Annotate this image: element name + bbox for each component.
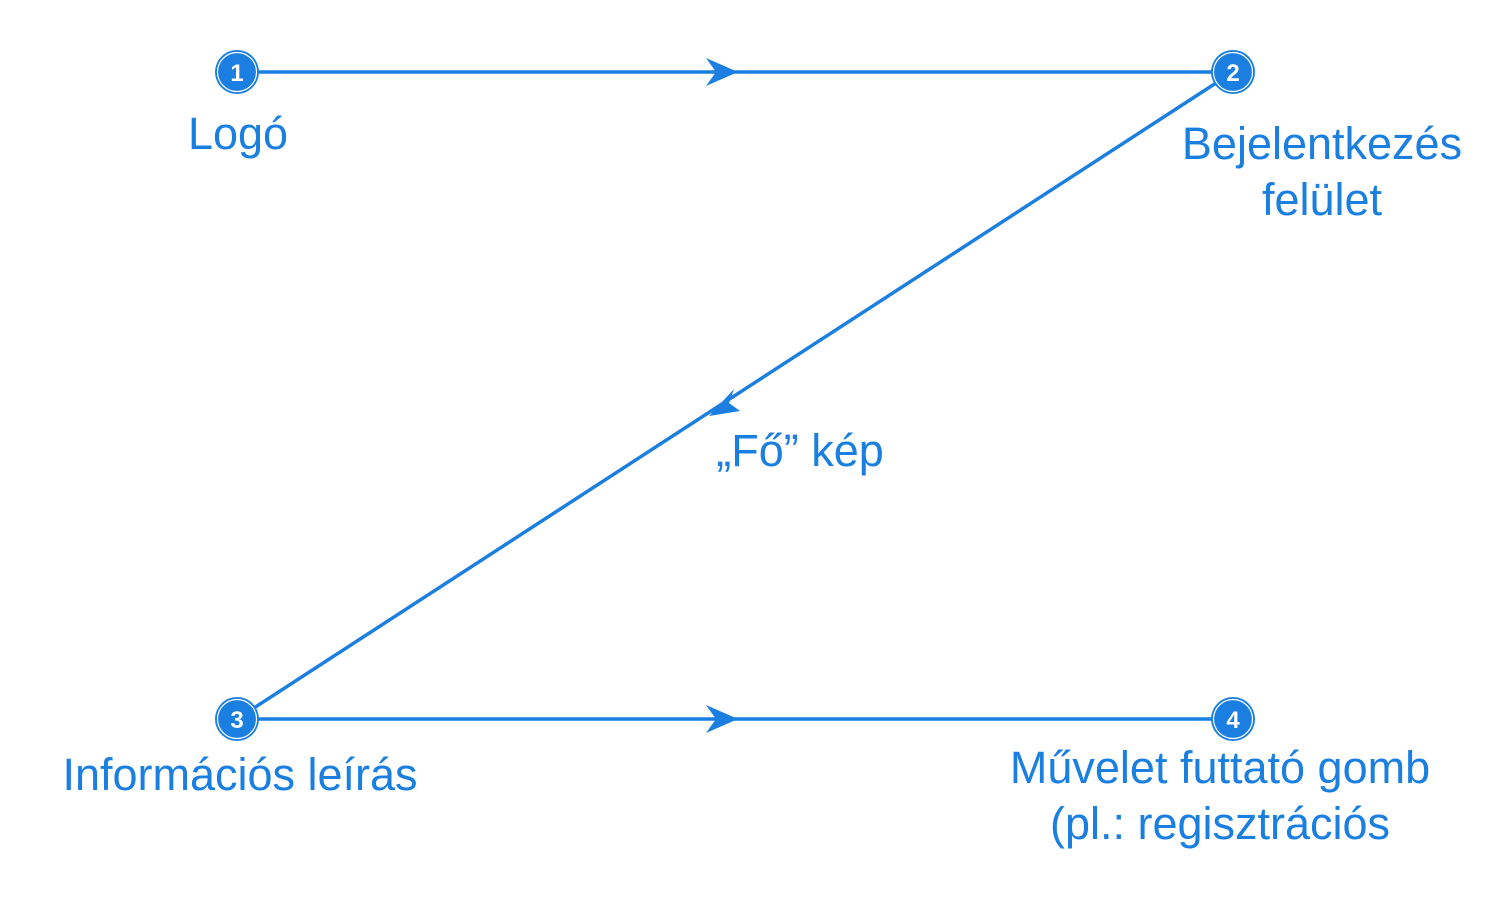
step-label-3: Információs leírás [30, 747, 450, 803]
connector-2-3 [236, 70, 1234, 721]
step-node-1: 1 [215, 50, 259, 94]
svg-text:1: 1 [230, 60, 243, 87]
step-label-2-line-2: felület [1261, 174, 1383, 225]
step-label-4-line-2: (pl.: regisztrációs [1049, 798, 1391, 849]
svg-text:4: 4 [1226, 707, 1240, 734]
svg-text:2: 2 [1226, 60, 1239, 87]
step-label-2: Bejelentkezés felület [1152, 116, 1492, 228]
arrowhead-2-3 [709, 389, 740, 416]
step-label-4: Művelet futtató gomb (pl.: regisztrációs [960, 740, 1480, 852]
step-label-1-line-1: Logó [187, 108, 289, 159]
arrowhead-1-2 [706, 58, 738, 86]
step-label-3-line-1: Információs leírás [62, 749, 418, 800]
step-label-4-line-1: Művelet futtató gomb [1009, 742, 1431, 793]
step-node-3: 3 [215, 697, 259, 741]
arrowhead-3-4 [706, 705, 738, 733]
step-label-2-line-1: Bejelentkezés [1181, 118, 1463, 169]
main-image-label: „Fő” kép [716, 425, 884, 476]
step-node-4: 4 [1211, 697, 1255, 741]
svg-text:3: 3 [230, 707, 243, 734]
step-label-1: Logó [138, 106, 338, 162]
step-node-2: 2 [1211, 50, 1255, 94]
